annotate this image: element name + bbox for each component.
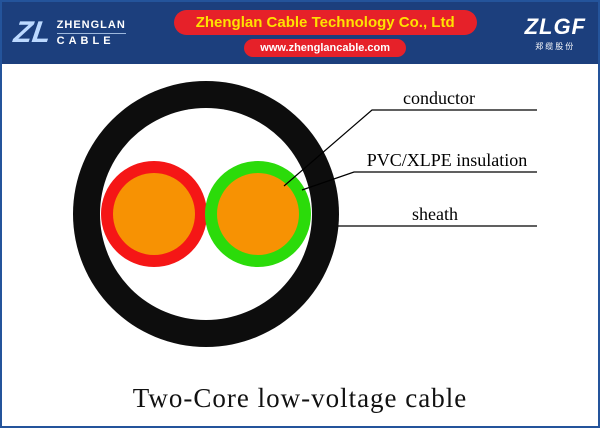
insulation-leader-line [301, 171, 537, 191]
logo-monogram: ZL [11, 16, 54, 49]
left-conductor-circle [113, 173, 195, 255]
sheath-label: sheath [412, 204, 458, 224]
conductor-leader-line [283, 109, 537, 187]
logo-name-line2: CABLE [56, 34, 115, 47]
cable-cross-section-diagram: conductor PVC/XLPE insulation sheath [73, 81, 537, 347]
zhenglan-logo: ZL ZHENGLAN CABLE [11, 16, 126, 50]
diagram-caption: Two-Core low-voltage cable [132, 382, 468, 413]
insulation-label: PVC/XLPE insulation [367, 150, 528, 170]
right-conductor-circle [217, 173, 299, 255]
zlgf-logo-subtext: 郑缆股份 [535, 42, 576, 51]
company-name-pill: Zhenglan Cable Technology Co., Ltd [173, 9, 477, 35]
logo-names: ZHENGLAN CABLE [56, 19, 126, 47]
zlgf-logo-text: ZLGF [524, 14, 586, 39]
banner-center: Zhenglan Cable Technology Co., Ltd www.z… [173, 9, 477, 57]
conductor-label: conductor [403, 88, 475, 108]
header-banner: ZL ZHENGLAN CABLE Zhenglan Cable Technol… [2, 2, 598, 64]
zlgf-logo: ZLGF 郑缆股份 [525, 14, 586, 52]
website-pill: www.zhenglancable.com [244, 38, 407, 57]
logo-name-line1: ZHENGLAN [56, 19, 126, 34]
